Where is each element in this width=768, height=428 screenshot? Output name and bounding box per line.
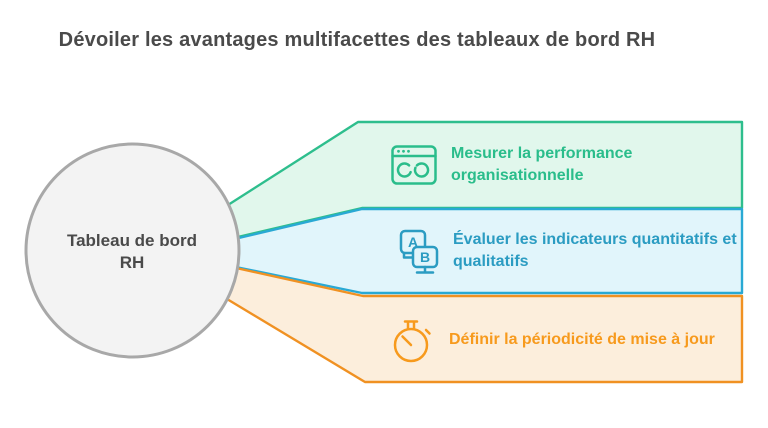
banner-label-3: Définir la périodicité de mise à jour bbox=[449, 330, 715, 348]
ab-monitors-icon: A B bbox=[391, 227, 439, 275]
dashboard-gauges-icon bbox=[391, 145, 437, 185]
svg-text:B: B bbox=[420, 249, 430, 265]
banner-row-3: Définir la périodicité de mise à jour bbox=[391, 296, 743, 383]
svg-text:A: A bbox=[408, 234, 418, 250]
stopwatch-icon bbox=[391, 316, 435, 364]
page-title: Dévoiler les avantages multifacettes des… bbox=[58, 29, 656, 51]
banner-label-1: Mesurer la performance organisationnelle bbox=[451, 145, 633, 184]
banner-label-2: Évaluer les indicateurs quantitatifs et … bbox=[453, 231, 737, 270]
banner-row-2: A B Évaluer les indicateurs quantitatifs… bbox=[391, 209, 743, 293]
hub-circle-shape bbox=[24, 142, 241, 359]
hub-circle-label: Tableau de bord RH bbox=[66, 231, 198, 272]
banner-row-1: Mesurer la performance organisationnelle bbox=[391, 122, 743, 208]
